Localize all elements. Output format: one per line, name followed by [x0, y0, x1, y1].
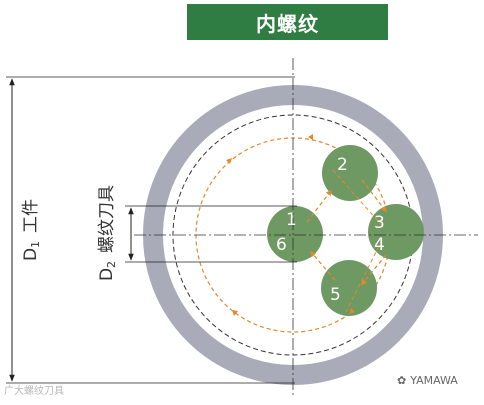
orbit-arrow-right-bottom: [349, 308, 355, 314]
path-arrow-4-5: [361, 254, 387, 286]
orbit-arrow-top: [308, 134, 313, 140]
d1-subscript: 1: [29, 241, 42, 248]
d2-text: 螺纹刀具: [97, 185, 117, 253]
path-arrow-2-3: [361, 179, 387, 213]
d2-label-group: D2 螺纹刀具: [97, 185, 118, 281]
position-label-4: 4: [374, 235, 385, 255]
position-label-3: 3: [374, 213, 385, 233]
position-label-2: 2: [337, 155, 348, 175]
svg-text:D2螺纹刀具: D2 螺纹刀具: [97, 185, 118, 281]
watermark-right-text: YAMAWA: [410, 374, 458, 387]
path-arrow-2-chord: [332, 169, 385, 229]
orbit-arrow-left: [226, 158, 232, 164]
path-arrow-5-6: [310, 250, 336, 281]
position-label-6: 6: [276, 235, 287, 255]
position-label-1: 1: [286, 210, 297, 230]
tool-position-3-4: [368, 204, 424, 260]
watermark-right: ✿ YAMAWA: [397, 374, 458, 387]
d1-text: 工件: [21, 199, 41, 233]
watermark-left: 广大螺纹刀具: [4, 386, 64, 397]
tool-position-2: [322, 145, 378, 201]
d2-subscript: 2: [105, 261, 118, 268]
svg-text:D1工件: D1 工件: [21, 199, 42, 261]
diagram-title: 内螺纹: [187, 4, 388, 40]
path-arrow-1-2: [306, 189, 332, 223]
wechat-icon: ✿: [397, 374, 407, 387]
d2-symbol: D: [97, 268, 117, 281]
tool-position-5: [321, 260, 377, 316]
orbit-arrow-bottom: [232, 310, 238, 316]
d1-label-group: D1 工件: [21, 199, 42, 261]
d1-symbol: D: [21, 248, 41, 261]
position-label-5: 5: [330, 285, 341, 305]
